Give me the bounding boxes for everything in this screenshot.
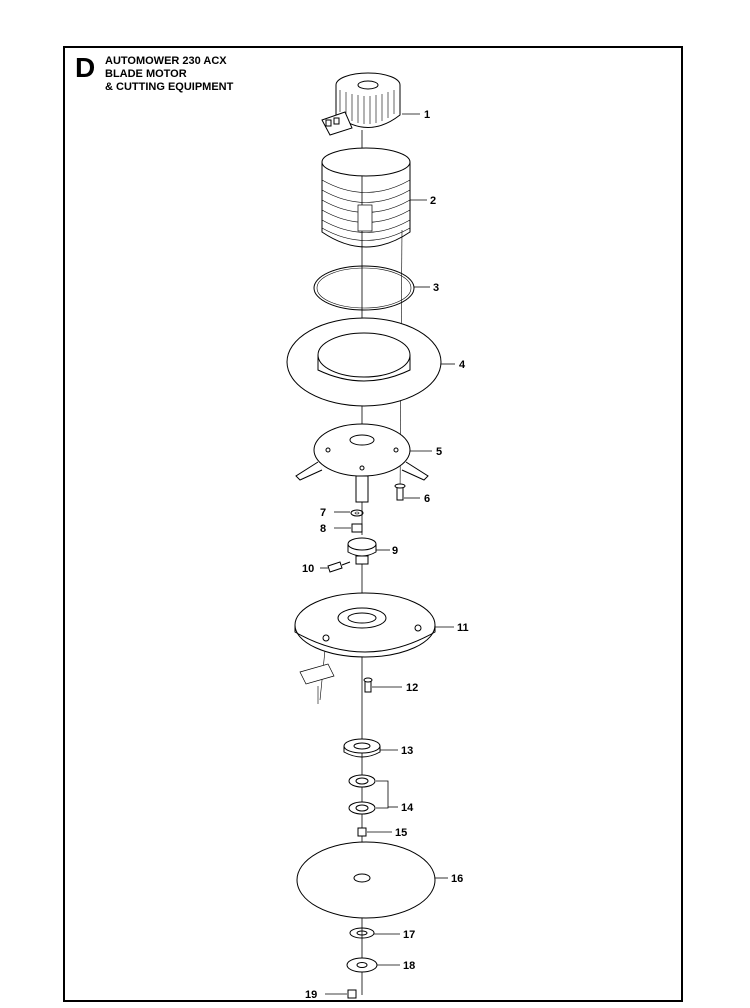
gasket-ring-part bbox=[313, 265, 415, 311]
callout-10: 10 bbox=[302, 563, 314, 575]
label-sticker-part bbox=[299, 663, 335, 704]
motor-housing-part bbox=[321, 147, 411, 248]
callout-15: 15 bbox=[395, 827, 407, 839]
cutting-disc-16-part bbox=[296, 841, 436, 919]
title-line-3: & CUTTING EQUIPMENT bbox=[105, 81, 234, 93]
washer-7-part bbox=[350, 509, 364, 517]
screw-6-part bbox=[394, 483, 406, 501]
callout-11: 11 bbox=[457, 622, 469, 634]
callout-4: 4 bbox=[459, 359, 466, 371]
callout-3: 3 bbox=[433, 282, 439, 294]
title-line-2: BLADE MOTOR bbox=[105, 68, 187, 80]
callout-5: 5 bbox=[436, 446, 442, 458]
blade-hub-18-part bbox=[346, 957, 378, 973]
lower-plate-11-part bbox=[294, 592, 436, 658]
diagram-title: AUTOMOWER 230 ACX BLADE MOTOR & CUTTING … bbox=[105, 55, 233, 94]
callout-2: 2 bbox=[430, 195, 436, 207]
washer-17-part bbox=[349, 927, 375, 939]
nut-15-part bbox=[357, 827, 367, 837]
callout-6: 6 bbox=[424, 493, 430, 505]
set-screw-10-part bbox=[327, 561, 351, 573]
callout-14: 14 bbox=[401, 802, 414, 814]
callout-9: 9 bbox=[392, 545, 398, 557]
callout-7: 7 bbox=[320, 507, 326, 519]
callout-13: 13 bbox=[401, 745, 413, 757]
chassis-plate-part bbox=[295, 423, 429, 503]
bearing-pair-14-part bbox=[348, 774, 389, 815]
bearing-13-part bbox=[343, 738, 381, 758]
nut-8-part bbox=[351, 523, 363, 533]
title-line-1: AUTOMOWER 230 ACX bbox=[105, 55, 227, 67]
hub-9-part bbox=[347, 537, 377, 565]
callout-8: 8 bbox=[320, 523, 326, 535]
section-letter: D bbox=[75, 52, 96, 83]
screw-19-part bbox=[347, 989, 357, 999]
diagram-frame bbox=[63, 46, 683, 1002]
callout-1: 1 bbox=[424, 109, 430, 121]
callout-18: 18 bbox=[403, 960, 415, 972]
cover-ring-part bbox=[286, 317, 442, 407]
callout-12: 12 bbox=[406, 682, 418, 694]
callout-17: 17 bbox=[403, 929, 415, 941]
callout-16: 16 bbox=[451, 873, 463, 885]
blade-motor-part bbox=[321, 72, 401, 136]
screw-12-part bbox=[363, 677, 373, 693]
callout-19: 19 bbox=[305, 989, 317, 1001]
